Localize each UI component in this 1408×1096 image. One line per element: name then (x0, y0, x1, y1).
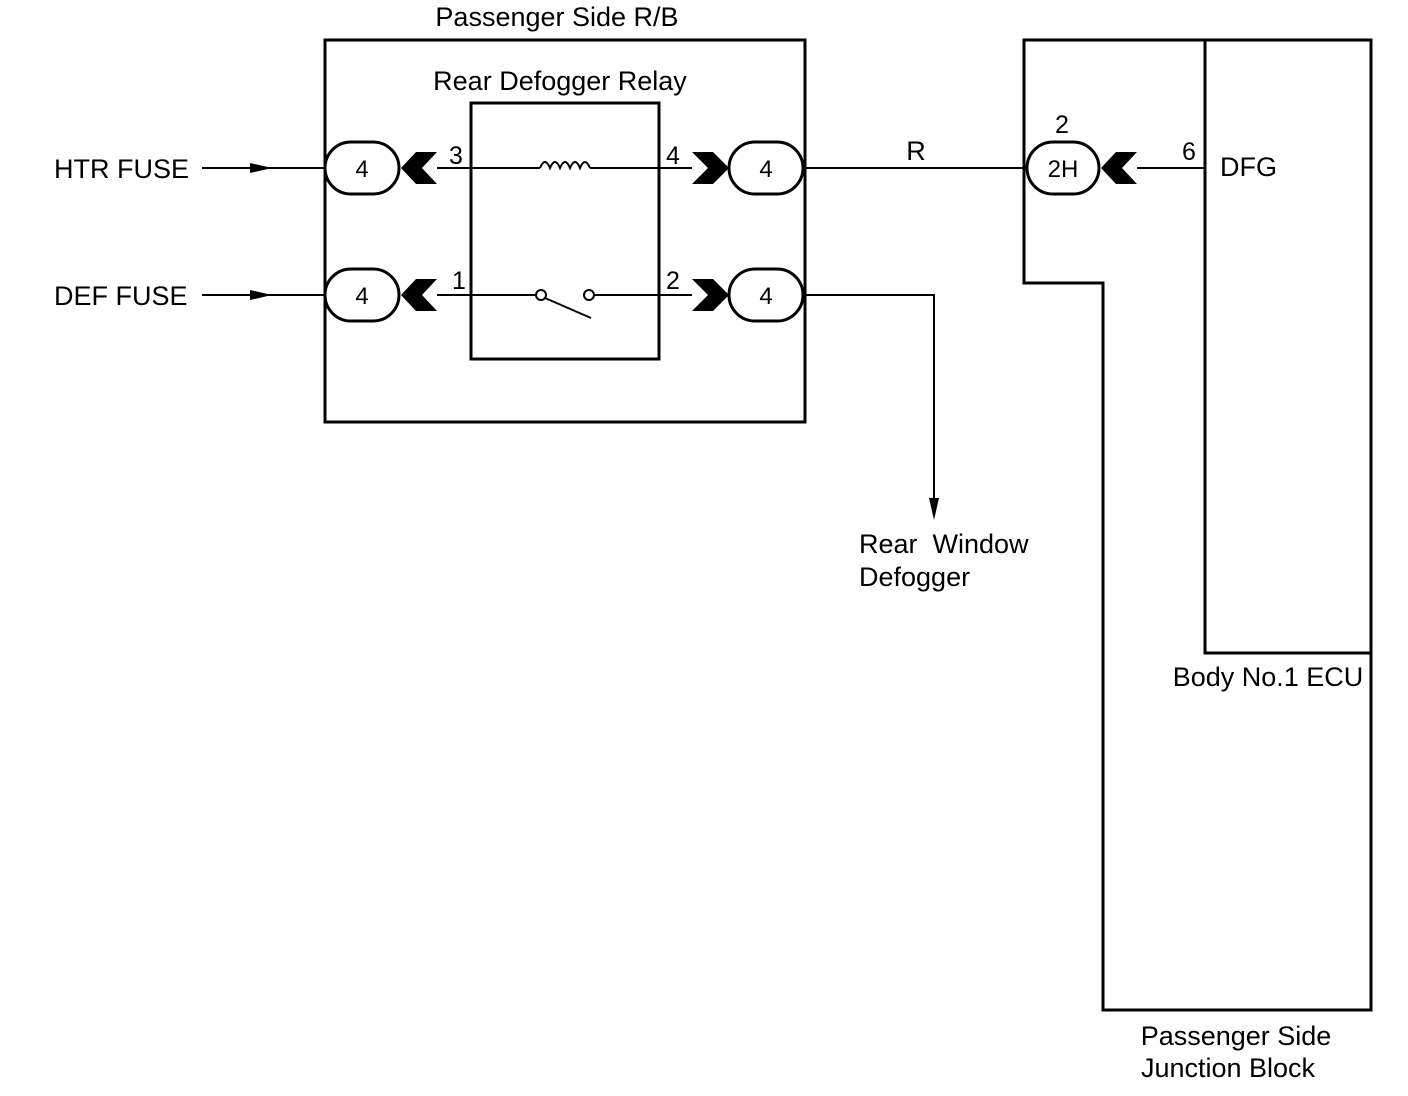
wire-color-label: R (906, 136, 926, 166)
terminal-chevron-icon (401, 279, 437, 311)
connector-switch-out-label: 4 (759, 283, 772, 310)
switch-blade-icon (544, 297, 592, 319)
junction-block-label-line2: Junction Block (1141, 1053, 1316, 1083)
htr-fuse-label: HTR FUSE (54, 154, 189, 184)
connector-coil-out (727, 140, 805, 196)
junction-block-label-line1: Passenger Side (1141, 1021, 1332, 1051)
rear-window-label-line1: Rear Window (859, 529, 1029, 559)
pin-switch-in: 1 (452, 267, 466, 295)
defogger-arrow-icon (929, 498, 939, 520)
pin-jb: 2 (1055, 111, 1069, 139)
pin-coil-out: 4 (666, 142, 680, 170)
def-arrow-icon (250, 290, 272, 300)
pin-switch-out: 2 (666, 267, 680, 295)
connector-coil-out-label: 4 (759, 156, 772, 183)
connector-jb-label: 2H (1048, 156, 1079, 183)
ecu-box (1203, 38, 1373, 655)
relay-block-box (323, 38, 807, 424)
terminal-chevron-icon (692, 279, 729, 311)
connector-def-in (323, 267, 401, 323)
def-fuse-label: DEF FUSE (54, 281, 188, 311)
rear-window-label-line2: Defogger (859, 562, 970, 592)
connector-switch-out (727, 267, 805, 323)
connector-htr-in (323, 140, 401, 196)
relay-box (469, 101, 661, 361)
connector-htr-in-label: 4 (355, 156, 368, 183)
switch-contact-icon (583, 289, 595, 301)
terminal-chevron-icon (692, 152, 729, 184)
switch-contact-icon (535, 289, 547, 301)
pin-coil-in: 3 (449, 142, 463, 170)
relay-block-label: Passenger Side R/B (435, 2, 678, 32)
ecu-signal-label: DFG (1220, 152, 1277, 182)
terminal-chevron-icon (1101, 152, 1137, 184)
pin-ecu: 6 (1182, 138, 1196, 166)
htr-arrow-icon (250, 163, 272, 173)
wire-to-defogger (805, 294, 935, 500)
relay-coil-icon (539, 161, 591, 171)
connector-jb (1025, 140, 1101, 196)
relay-label: Rear Defogger Relay (433, 66, 687, 96)
terminal-chevron-icon (401, 152, 437, 184)
ecu-label: Body No.1 ECU (1173, 662, 1364, 692)
connector-def-in-label: 4 (355, 283, 368, 310)
